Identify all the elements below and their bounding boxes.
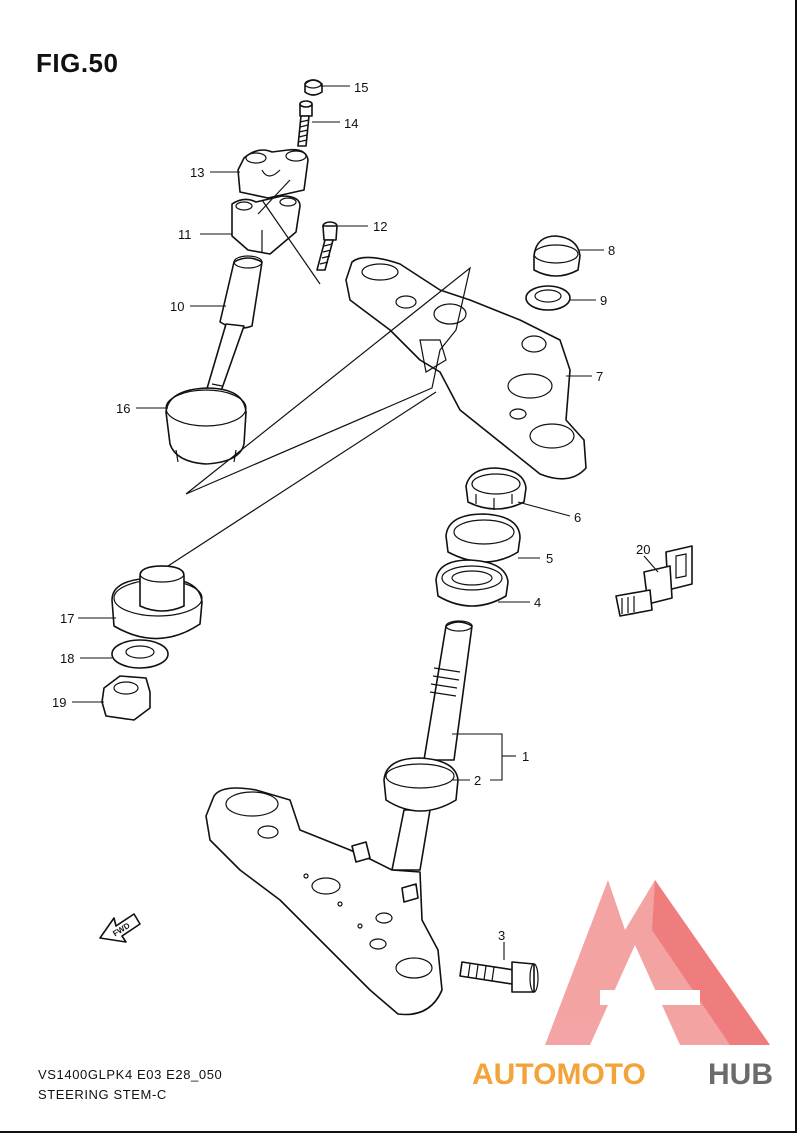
part-13-handlebar-holder-upper [237,148,309,199]
part-19-nut [101,675,151,721]
part-12-bolt [316,221,338,271]
callout-13: 13 [190,165,204,180]
callout-2: 2 [474,773,481,788]
callout-20: 20 [636,542,650,557]
callout-19: 19 [52,695,66,710]
figure-caption: STEERING STEM-C [38,1087,167,1102]
figure-title: FIG.50 [36,48,119,78]
callout-6: 6 [574,510,581,525]
part-18-washer [111,639,169,669]
callout-15: 15 [354,80,368,95]
callout-12: 12 [373,219,387,234]
part-17-bearing [111,565,203,640]
watermark-word-automoto: AUTOMOTO [472,1058,646,1091]
model-code: VS1400GLPK4 E03 E28_050 [38,1067,223,1082]
part-6-lock-nut [465,467,527,510]
assembly-line-lower [167,391,437,567]
part-8-cap-nut [533,235,581,277]
part-14-bolt [297,100,313,147]
part-10-stud [205,255,263,405]
callout-10: 10 [170,299,184,314]
part-2-bearing [383,757,459,812]
part-15-cap [304,79,323,96]
assembly-line-upper [185,266,471,495]
callout-8: 8 [608,243,615,258]
callout-4: 4 [534,595,541,610]
lower-bracket [205,787,443,1016]
callout-3: 3 [498,928,505,943]
part-20-switch [615,545,693,617]
part-3-bolt [459,961,539,993]
part-11-handlebar-holder-lower [231,195,301,255]
callout-14: 14 [344,116,358,131]
fwd-arrow-icon [99,913,141,943]
callout-5: 5 [546,551,553,566]
part-7-upper-bracket [345,256,587,480]
callout-1: 1 [522,749,529,764]
part-1-steering-stem [391,620,473,871]
watermark-logo [545,880,770,1045]
callout-16: 16 [116,401,130,416]
callout-17: 17 [60,611,74,626]
callout-18: 18 [60,651,74,666]
part-9-washer [525,285,571,311]
part-16-cushion [165,387,247,465]
watermark-word-hub: HUB [708,1058,773,1091]
callout-11: 11 [178,227,192,242]
part-5-dust-seal [445,513,521,563]
callout-7: 7 [596,369,603,384]
callout-9: 9 [600,293,607,308]
part-4-bearing [435,559,509,607]
